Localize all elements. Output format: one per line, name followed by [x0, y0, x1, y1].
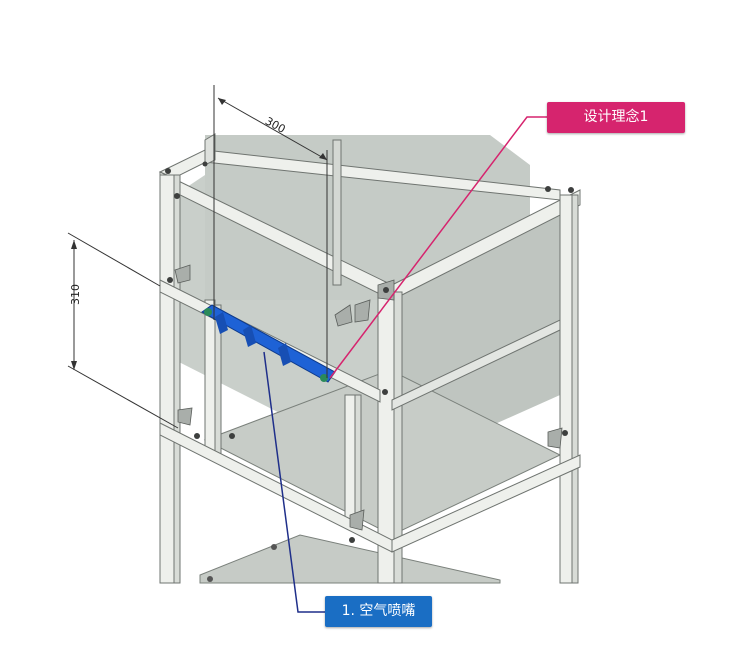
vertical-posts — [159, 139, 579, 584]
design-concept-callout[interactable]: 设计理念1 — [547, 102, 685, 133]
leader-lines — [263, 116, 547, 613]
bolt-holes — [165, 161, 574, 543]
dimension-arrows — [71, 98, 327, 370]
dimension-lines — [67, 85, 328, 429]
air-nozzle-callout[interactable]: 1. 空气喷嘴 — [325, 596, 432, 627]
dimension-height-label: 310 — [69, 284, 82, 305]
nozzle-leader — [263, 351, 325, 613]
dimension-width-label: 300 — [263, 114, 288, 136]
concept-leader — [329, 116, 547, 379]
